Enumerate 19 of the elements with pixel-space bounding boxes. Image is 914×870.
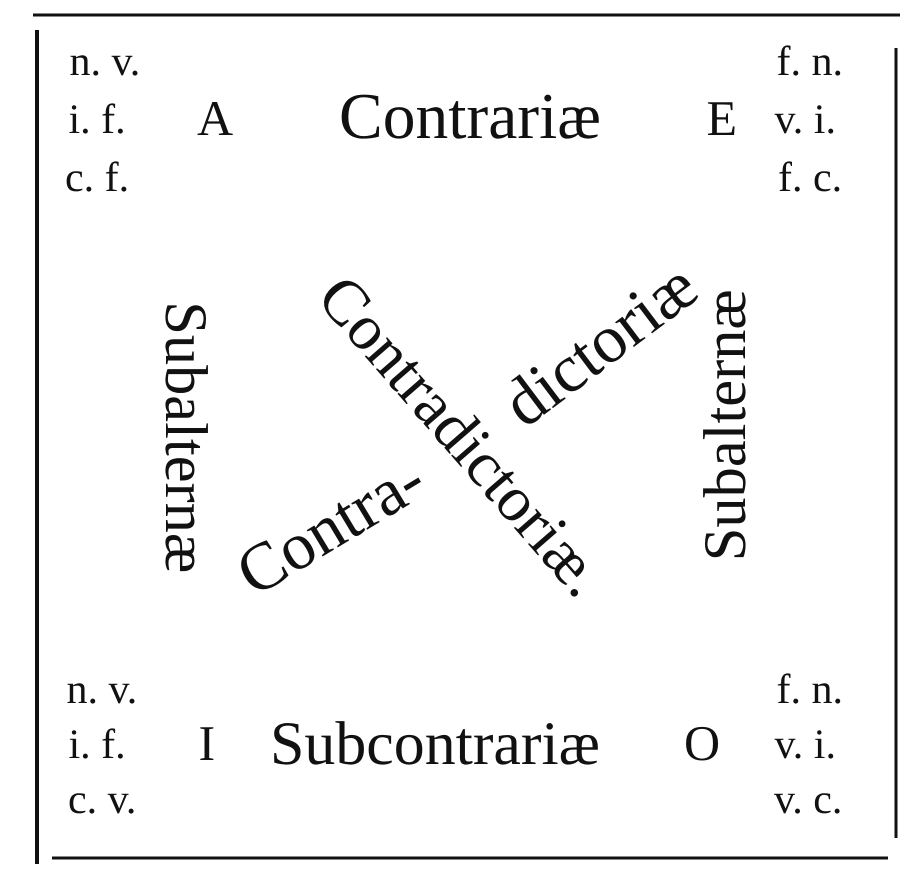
modal-abbreviation: n. v. bbox=[66, 669, 138, 711]
proposition-letter: A bbox=[197, 93, 234, 143]
modal-abbreviation: i. f. bbox=[68, 724, 126, 766]
proposition-letter: O bbox=[684, 718, 720, 768]
relation-label: Subalternæ bbox=[154, 301, 216, 574]
modal-abbreviation: v. c. bbox=[774, 779, 842, 821]
modal-abbreviation: i. f. bbox=[68, 99, 126, 141]
relation-label: Subcontrariæ bbox=[270, 714, 600, 776]
modal-abbreviation: v. i. bbox=[774, 99, 836, 141]
proposition-letter: I bbox=[198, 718, 216, 768]
modal-abbreviation: c. f. bbox=[65, 157, 130, 199]
modal-abbreviation: f. n. bbox=[776, 41, 843, 83]
modal-abbreviation: f. c. bbox=[778, 157, 842, 199]
proposition-letter: E bbox=[706, 93, 738, 143]
modal-abbreviation: c. v. bbox=[68, 779, 136, 821]
relation-label: Contrariæ bbox=[339, 85, 601, 150]
modal-abbreviation: f. n. bbox=[776, 669, 843, 711]
modal-abbreviation: n. v. bbox=[70, 41, 140, 83]
modal-abbreviation: v. i. bbox=[774, 724, 836, 766]
